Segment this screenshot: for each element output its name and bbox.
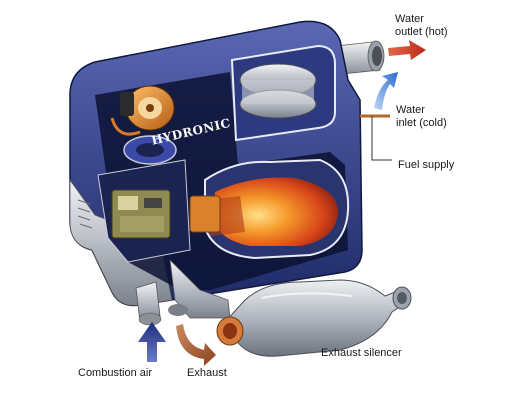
water-inlet-label-text: Water inlet (cold) bbox=[396, 104, 447, 129]
water-outlet-label: Water outlet (hot) bbox=[395, 13, 448, 39]
control-unit bbox=[97, 135, 191, 263]
combustion-air-arrow bbox=[138, 322, 166, 362]
exhaust-arrow bbox=[176, 324, 216, 366]
water-inlet-arrow bbox=[374, 72, 398, 110]
fuel-supply-label: Fuel supply bbox=[398, 159, 455, 171]
fuel-supply-line bbox=[360, 114, 392, 161]
exhaust-silencer-label: Exhaust silencer bbox=[321, 347, 402, 359]
water-outlet-label-text: Water outlet (hot) bbox=[395, 13, 448, 38]
combustion-air-label: Combustion air bbox=[78, 367, 152, 379]
water-outlet-arrow bbox=[388, 40, 426, 60]
water-inlet-label: Water inlet (cold) bbox=[396, 104, 447, 130]
heat-exchanger bbox=[230, 44, 336, 142]
fuel-pump-assembly bbox=[110, 85, 175, 136]
exhaust-label: Exhaust bbox=[187, 367, 227, 379]
combustion-chamber bbox=[189, 158, 350, 260]
flame bbox=[215, 177, 338, 246]
exhaust-silencer bbox=[216, 279, 412, 357]
combustion-air-pipe bbox=[135, 281, 162, 326]
exhaust-pipe bbox=[168, 258, 231, 319]
